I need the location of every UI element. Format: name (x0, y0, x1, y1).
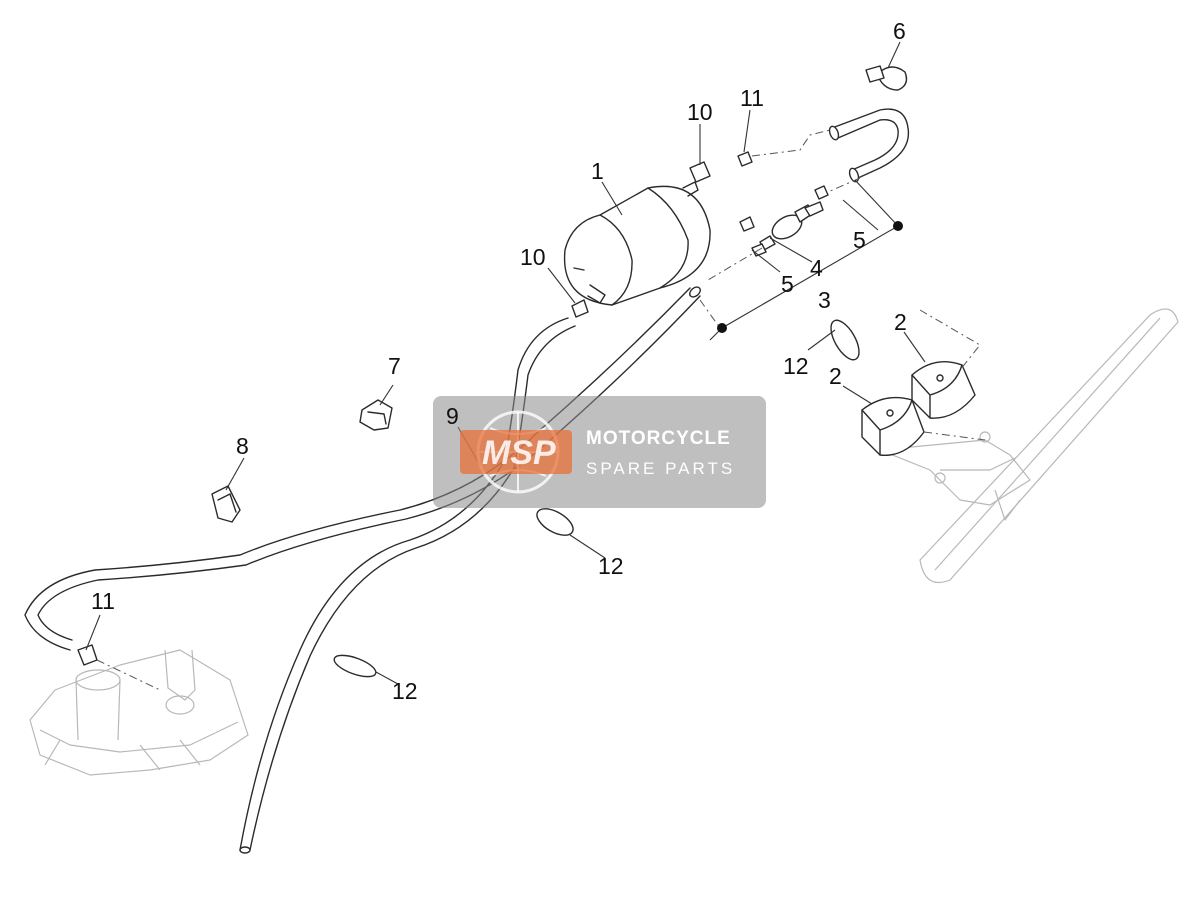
callout-1: 1 (591, 158, 604, 184)
callout-9: 9 (446, 403, 459, 429)
callout-12-right: 12 (783, 353, 809, 379)
callout-4: 4 (810, 255, 823, 281)
watermark: MSP MOTORCYCLE SPARE PARTS (433, 396, 766, 508)
canister-part-1 (563, 181, 711, 306)
connector-part-10 (571, 161, 711, 318)
clip-part-6 (865, 65, 908, 91)
callout-2-lower: 2 (829, 363, 842, 389)
callout-10-top: 10 (687, 99, 713, 125)
fuel-tank-ghost (29, 649, 249, 776)
watermark-logo-box (460, 430, 572, 474)
clamp-part-11 (77, 151, 753, 666)
callout-7: 7 (388, 353, 401, 379)
callout-11-bottom: 11 (91, 588, 115, 614)
bracket-part-2 (861, 361, 976, 456)
callout-5-lower: 5 (781, 271, 794, 297)
hose-clamp-part-12 (333, 319, 860, 678)
bullet-dot (893, 221, 903, 231)
watermark-logo: MSP (482, 434, 556, 472)
callout-3: 3 (818, 287, 831, 313)
callout-11-top: 11 (740, 85, 764, 111)
callout-2-upper: 2 (894, 309, 907, 335)
callout-6: 6 (893, 18, 906, 44)
watermark-title: MOTORCYCLE (586, 428, 731, 449)
callout-8: 8 (236, 433, 249, 459)
callout-12-bottom: 12 (392, 678, 418, 704)
fitting-part-5 (739, 185, 829, 232)
group-bracket-3 (709, 179, 903, 341)
frame-tube-ghost (879, 308, 1179, 584)
clip-part-8 (211, 485, 241, 523)
callout-5-upper: 5 (853, 227, 866, 253)
hose-part-3 (828, 108, 910, 183)
callout-12-middle: 12 (598, 553, 624, 579)
callout-labels: 1 10 11 6 10 5 4 5 3 2 12 2 7 9 8 12 11 … (91, 18, 907, 704)
watermark-subtitle: SPARE PARTS (586, 459, 735, 478)
clip-part-7 (359, 399, 393, 431)
bullet-dot (717, 323, 727, 333)
watermark-box (433, 396, 766, 508)
callout-10-left: 10 (520, 244, 546, 270)
